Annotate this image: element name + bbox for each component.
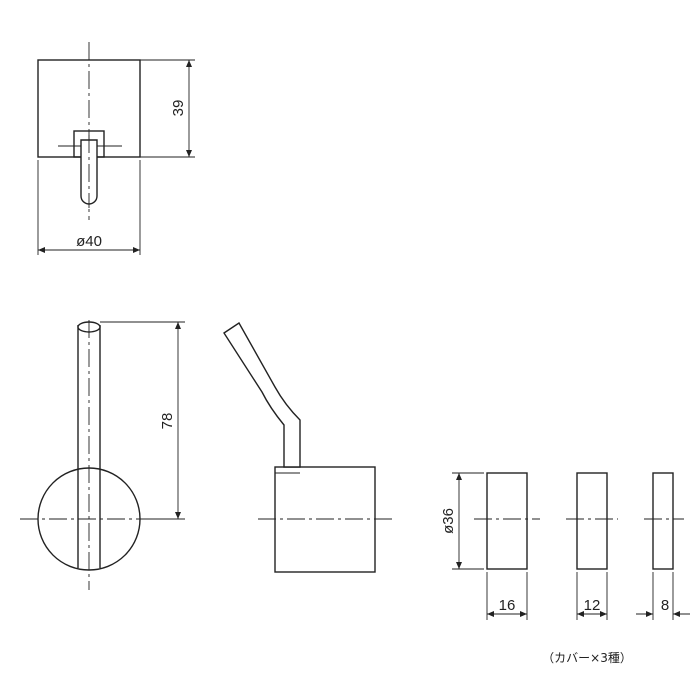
cover-a [486, 472, 528, 570]
dim-cover-c: 8 [661, 597, 669, 614]
dim-cover-diameter: ø36 [440, 508, 457, 534]
front-view: 78 [20, 320, 185, 590]
dim-top-diameter: ø40 [76, 233, 102, 250]
top-view: ø40 39 [37, 42, 195, 255]
cover-b [576, 472, 608, 570]
dim-cover-b: 12 [584, 597, 601, 614]
covers-note: （カバー×3種） [542, 651, 632, 665]
side-view [223, 321, 395, 573]
dim-lever-length: 78 [159, 413, 176, 430]
dim-top-height: 39 [170, 100, 187, 117]
covers: ø36 16 12 8 （カバー×3種） [440, 472, 690, 665]
cover-c [652, 472, 674, 570]
dim-cover-a: 16 [499, 597, 516, 614]
side-view-lever [223, 321, 301, 468]
side-view-body [274, 466, 376, 573]
